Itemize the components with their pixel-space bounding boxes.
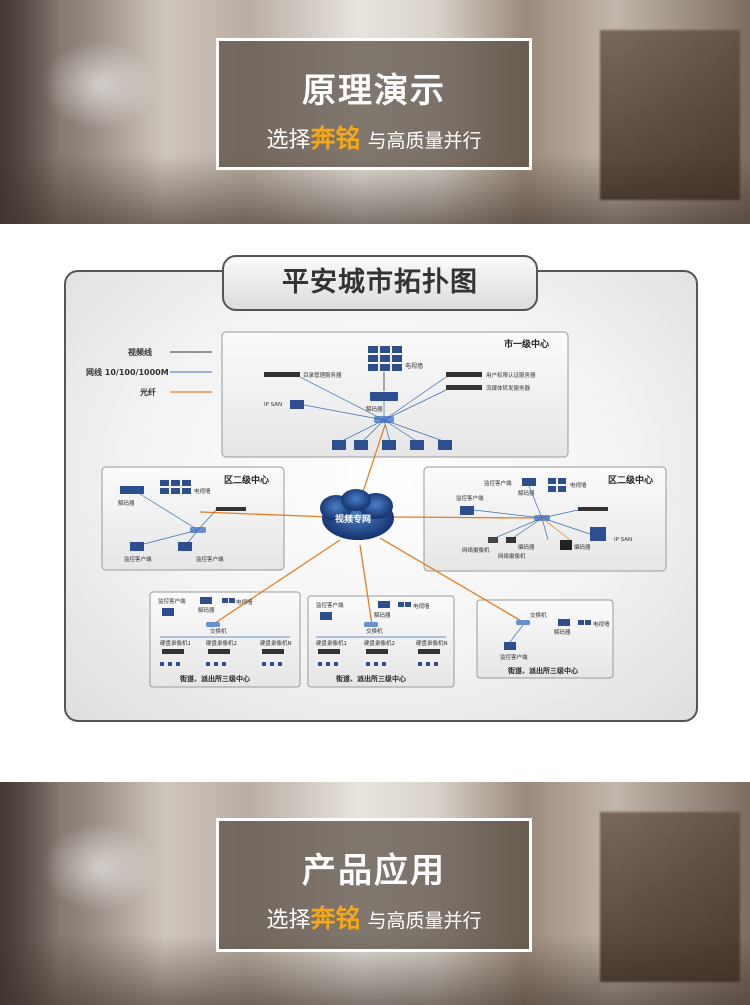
banner-title-box: 原理演示 选择奔铭 与高质量并行 [216, 38, 532, 170]
background-shadow [0, 0, 60, 224]
brand-name: 奔铭 [310, 124, 361, 153]
subtitle-suffix: 与高质量并行 [367, 910, 482, 932]
brand-name: 奔铭 [310, 904, 361, 933]
topology-card [64, 270, 698, 722]
banner-subtitle: 选择奔铭 与高质量并行 [219, 899, 529, 935]
subtitle-prefix: 选择 [266, 908, 311, 933]
bottom-banner: 产品应用 选择奔铭 与高质量并行 [0, 782, 750, 1005]
banner-subtitle: 选择奔铭 与高质量并行 [219, 119, 529, 155]
subtitle-prefix: 选择 [266, 128, 311, 153]
banner-title-box: 产品应用 选择奔铭 与高质量并行 [216, 818, 532, 952]
top-banner: 原理演示 选择奔铭 与高质量并行 [0, 0, 750, 224]
banner-title: 产品应用 [302, 851, 446, 891]
topology-title: 平安城市拓扑图 [222, 255, 538, 311]
subtitle-suffix: 与高质量并行 [367, 130, 482, 152]
background-shadow [0, 782, 60, 1005]
background-furniture [600, 812, 740, 982]
banner-title: 原理演示 [302, 71, 446, 111]
background-furniture [600, 30, 740, 200]
